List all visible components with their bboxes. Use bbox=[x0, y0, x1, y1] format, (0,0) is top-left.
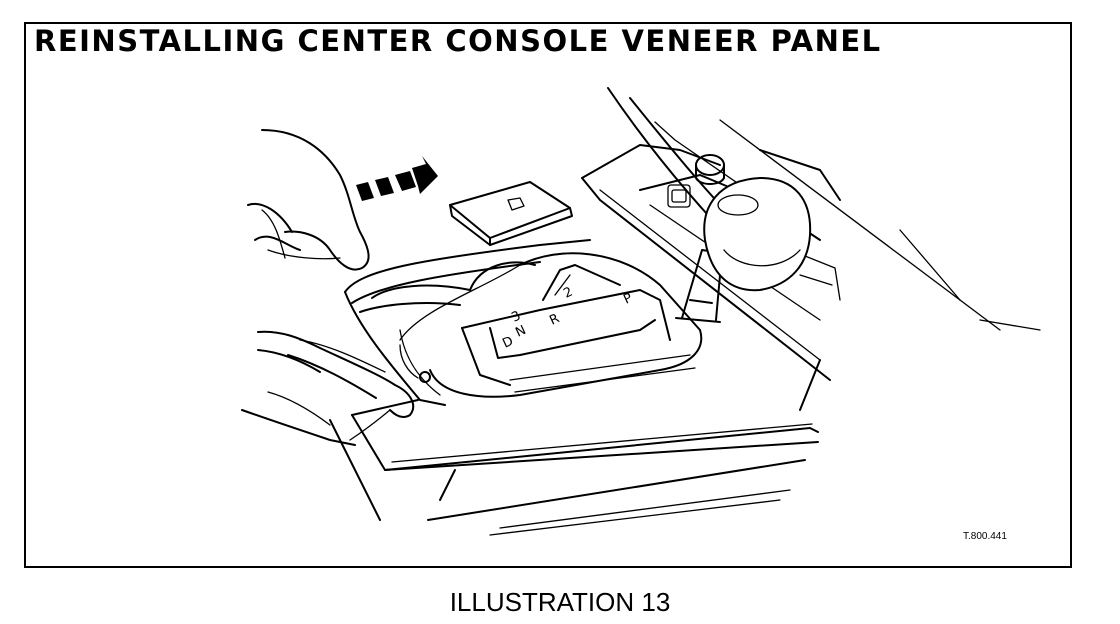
veneer-panel bbox=[329, 239, 819, 536]
upper-hand bbox=[247, 129, 370, 271]
direction-arrow bbox=[356, 156, 438, 201]
dashboard-lines bbox=[581, 87, 1041, 411]
gear-label-3: 3 bbox=[509, 309, 523, 326]
gear-label-p: P bbox=[621, 291, 635, 308]
control-knob bbox=[667, 154, 725, 208]
gear-label-d: D bbox=[500, 334, 515, 352]
lower-hand bbox=[241, 330, 415, 446]
illustration-caption: ILLUSTRATION 13 bbox=[449, 587, 671, 617]
gear-shift-lever bbox=[675, 177, 812, 323]
shift-gate bbox=[359, 252, 703, 398]
console-button bbox=[449, 181, 573, 246]
illustration-title: REINSTALLING CENTER CONSOLE VENEER PANEL bbox=[34, 24, 882, 58]
reference-code: T.800.441 bbox=[963, 531, 1007, 542]
gear-label-2: 2 bbox=[561, 285, 575, 302]
illustration-frame bbox=[24, 22, 1072, 568]
gear-label-r: R bbox=[547, 311, 562, 328]
